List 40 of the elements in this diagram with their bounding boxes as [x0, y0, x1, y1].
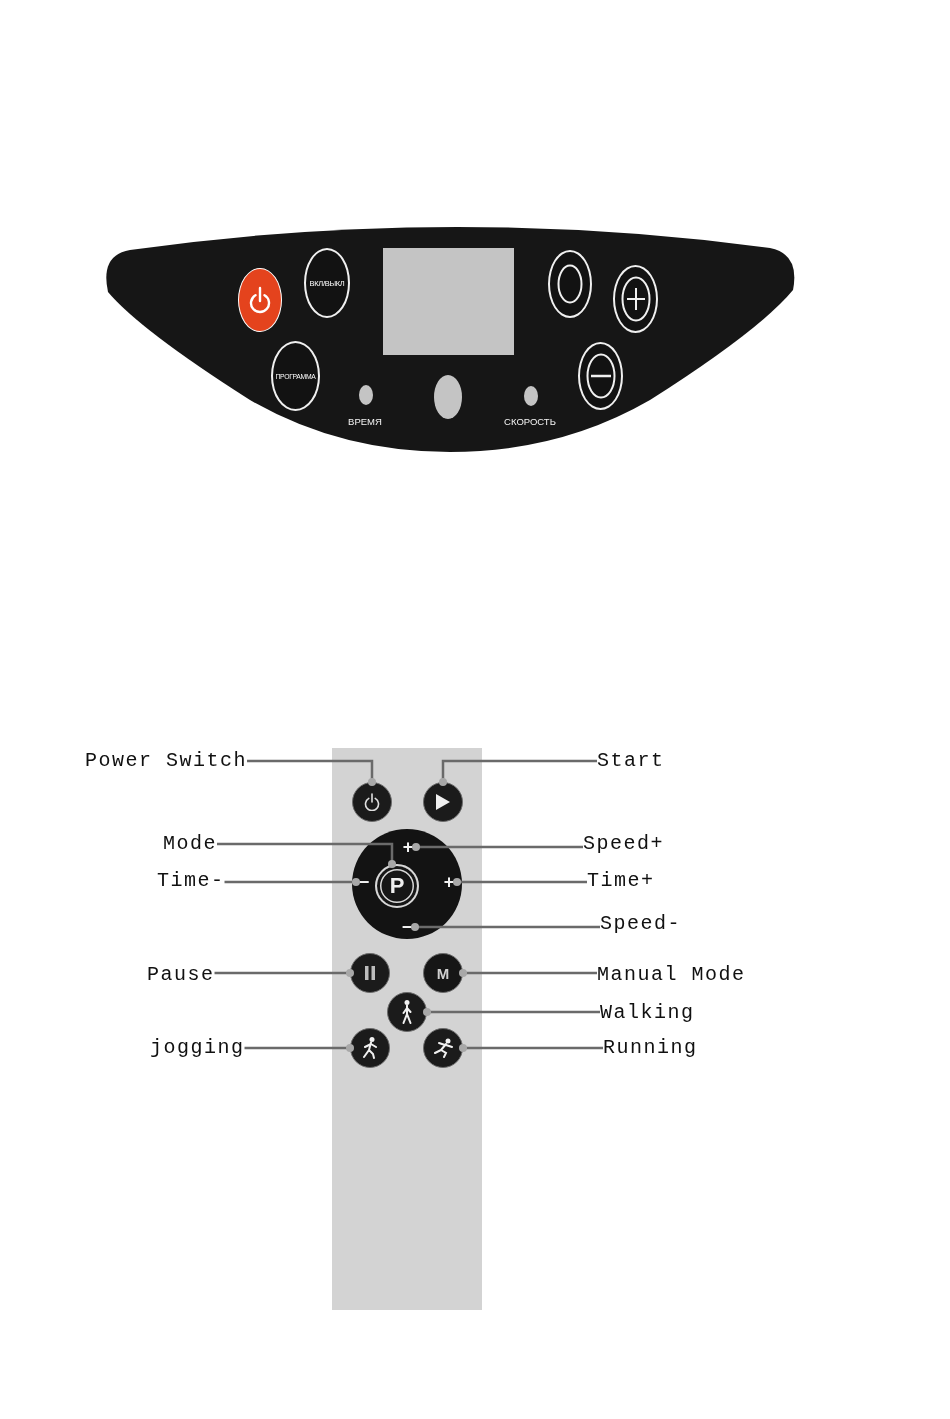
power-button — [352, 782, 392, 822]
m-button: M — [423, 953, 463, 993]
minus-mark: − — [399, 918, 415, 936]
callout-text: Power Switch — [85, 749, 248, 773]
leader-line — [224, 878, 360, 886]
jogging-button — [350, 1028, 390, 1068]
callout-text: jogging — [150, 1036, 245, 1060]
callout-text: Pause — [147, 963, 215, 987]
play-button — [423, 782, 463, 822]
plus-mark: + — [441, 873, 457, 891]
p-button: P — [375, 864, 419, 908]
running-button — [423, 1028, 463, 1068]
minus-mark: − — [356, 873, 372, 891]
remote-control-body — [332, 748, 482, 1310]
leader-line — [453, 878, 587, 886]
leader-line — [423, 1008, 600, 1016]
callout-text: Mode — [163, 832, 217, 856]
leader-line — [411, 923, 600, 931]
callout-text: Running — [603, 1036, 698, 1060]
leader-line — [244, 1044, 354, 1052]
callout-text: Walking — [600, 1001, 695, 1025]
leader-line — [214, 969, 354, 977]
walking-button — [387, 992, 427, 1032]
pause-button — [350, 953, 390, 993]
leader-line — [439, 759, 597, 786]
leader-line — [459, 1044, 603, 1052]
leader-line — [217, 842, 396, 868]
callout-text: Time- — [157, 869, 225, 893]
callout-text: Start — [597, 749, 665, 773]
callout-text: Speed+ — [583, 832, 664, 856]
leader-line — [459, 969, 597, 977]
indicator-caption: СКОРОСТЬ — [504, 416, 556, 428]
callout-text: Speed- — [600, 912, 681, 936]
callout-text: Manual Mode — [597, 963, 746, 987]
leader-line — [412, 843, 583, 851]
leader-line — [247, 759, 376, 786]
display-screen — [383, 248, 514, 355]
indicator-caption: ВРЕМЯ — [348, 416, 382, 428]
plus-mark: + — [400, 838, 416, 856]
callout-text: Time+ — [587, 869, 655, 893]
